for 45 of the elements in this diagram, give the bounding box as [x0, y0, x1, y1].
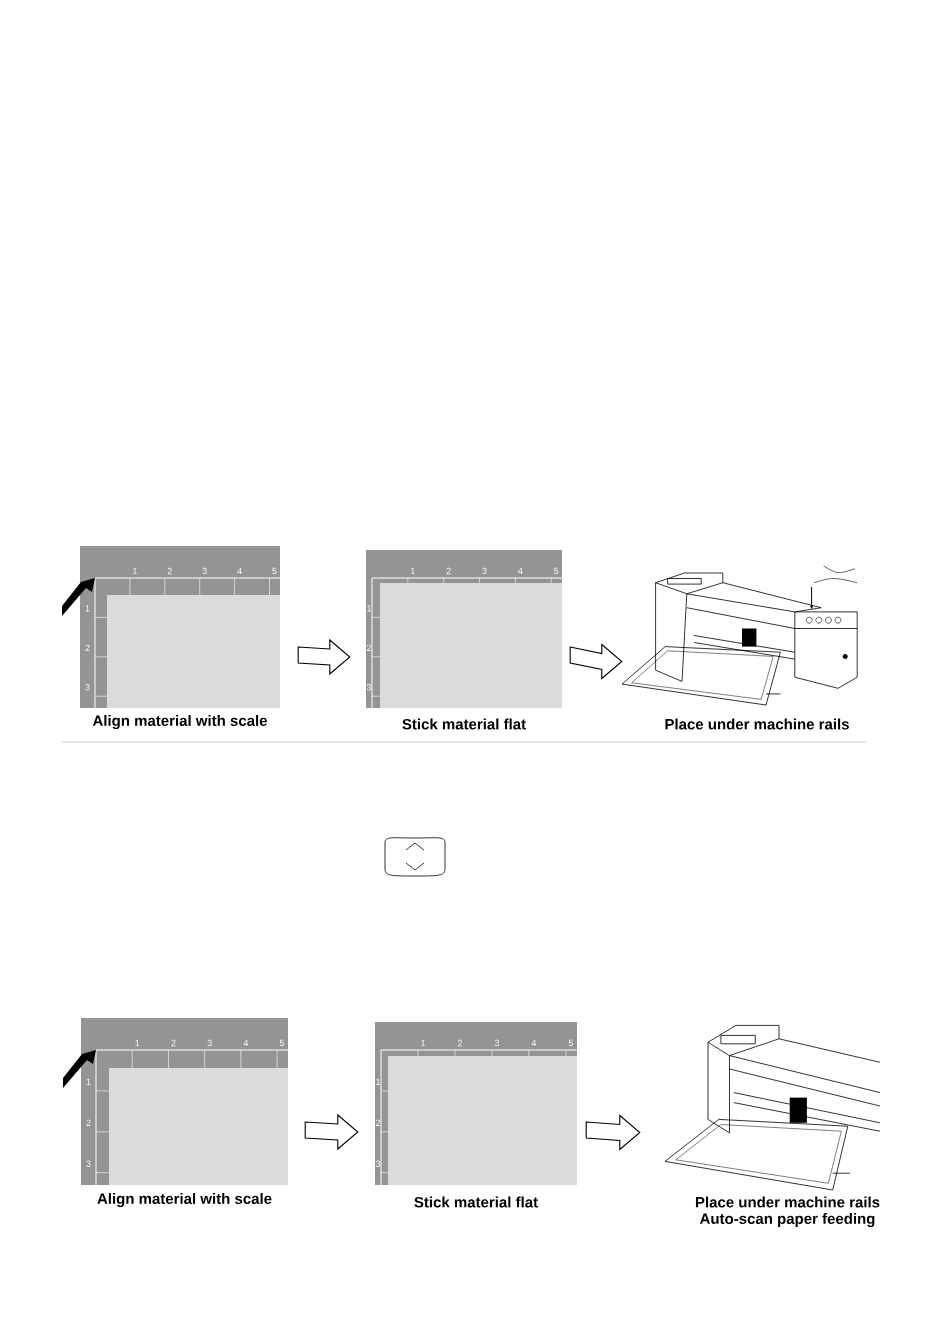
step-caption: Place under machine rails — [665, 718, 849, 730]
step-caption: Stick material flat — [414, 1196, 538, 1208]
scale-number: 5 — [554, 567, 559, 575]
scale-number: 1 — [86, 1078, 91, 1085]
scale-number: 2 — [446, 567, 451, 575]
scale-number: 4 — [243, 1039, 249, 1047]
outline-arrow — [297, 638, 351, 676]
scale-number: 1 — [85, 605, 90, 612]
scale-number: 2 — [171, 1039, 176, 1047]
scale-number: 2 — [86, 1119, 91, 1126]
step-caption: Auto-scan paper feeding — [699, 1213, 875, 1228]
outline-arrow — [569, 643, 623, 680]
scale-number: 2 — [457, 1039, 463, 1047]
scale-number: 3 — [86, 1160, 91, 1167]
scale-number: 2 — [167, 567, 172, 575]
cutting-machine-drawing — [621, 565, 858, 706]
scale-number: 4 — [237, 567, 242, 575]
scale-number: 3 — [375, 1160, 381, 1167]
step-caption: Align material with scale — [97, 1193, 272, 1208]
scale-number: 1 — [133, 567, 137, 575]
scale-number: 5 — [272, 567, 277, 575]
outline-arrow — [304, 1113, 359, 1151]
scale-number: 1 — [376, 1078, 381, 1085]
scale-number: 2 — [366, 644, 372, 651]
scale-number: 3 — [482, 567, 487, 575]
cutting-machine-drawing — [664, 1025, 881, 1191]
scale-number: 5 — [279, 1039, 285, 1047]
scale-number: 3 — [366, 684, 372, 691]
scale-number: 1 — [135, 1039, 140, 1047]
scale-number: 4 — [518, 567, 523, 575]
scale-number: 1 — [421, 1039, 426, 1047]
step-caption: Place under machine rails — [695, 1196, 880, 1208]
scale-number: 1 — [411, 567, 415, 575]
step-caption: Stick material flat — [402, 718, 526, 730]
step-caption: Align material with scale — [92, 715, 267, 730]
scale-number: 4 — [531, 1039, 537, 1047]
scale-number: 3 — [494, 1039, 499, 1047]
scale-number: 2 — [85, 644, 90, 651]
scale-number: 3 — [85, 684, 90, 691]
scale-number: 5 — [568, 1039, 573, 1047]
scale-number: 3 — [202, 567, 207, 575]
scale-number: 3 — [207, 1039, 212, 1047]
scale-number: 1 — [367, 605, 372, 612]
outline-arrow — [585, 1114, 641, 1151]
scale-number: 2 — [375, 1119, 381, 1126]
